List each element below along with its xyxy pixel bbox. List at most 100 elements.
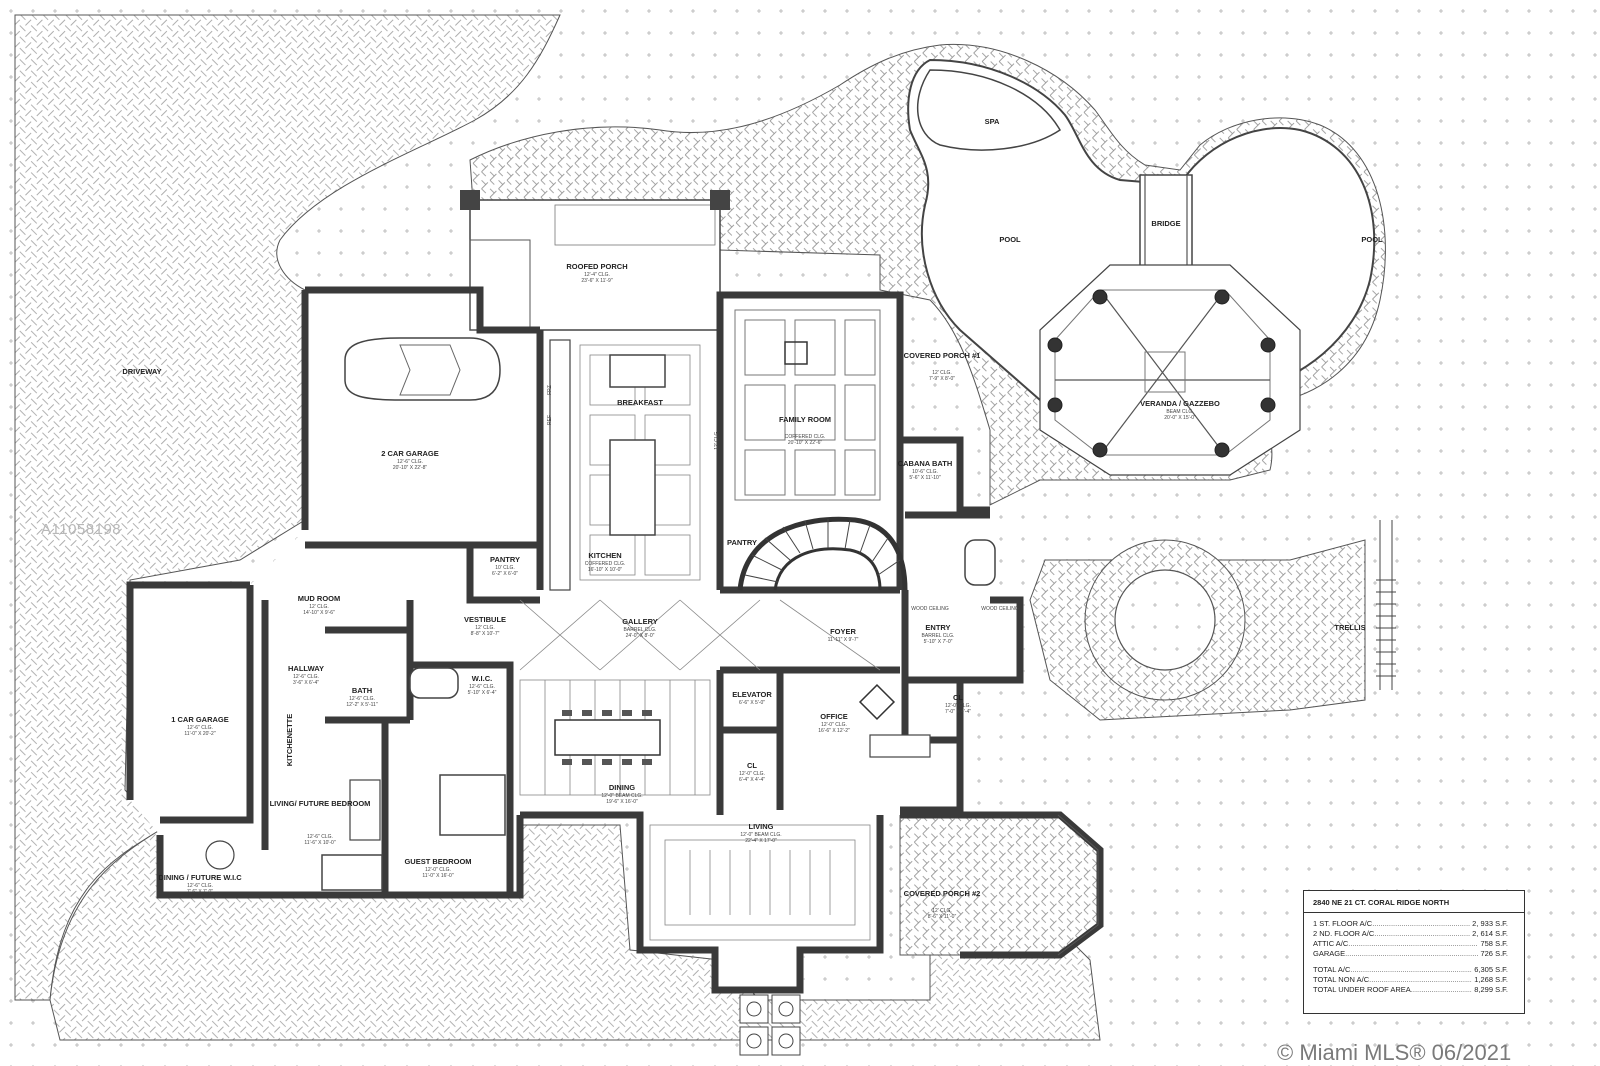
svg-text:12'-6" CLG.: 12'-6" CLG.: [187, 883, 213, 889]
kitchen-island: [609, 439, 656, 536]
copyright-watermark: © Miami MLS® 06/2021: [1277, 1040, 1512, 1065]
label-wic: W.I.C.: [472, 674, 492, 683]
svg-text:3'-6" X 6'-4": 3'-6" X 6'-4": [293, 680, 319, 686]
label-roofed-porch: ROOFED PORCH: [566, 262, 627, 271]
svg-text:12' CLG.: 12' CLG.: [932, 370, 952, 376]
label-covered-porch-1: COVERED PORCH #1: [904, 351, 981, 360]
label-living: LIVING: [748, 822, 773, 831]
label-entry: ENTRY: [925, 623, 950, 632]
svg-text:6'-6" X 5'-0": 6'-6" X 5'-0": [739, 700, 765, 706]
svg-text:20'-10" X 22'-8": 20'-10" X 22'-8": [393, 465, 428, 471]
label-foyer: FOYER: [830, 627, 856, 636]
label-cl-office: CL: [747, 761, 757, 770]
label-hallway: HALLWAY: [288, 664, 324, 673]
office-desk: [869, 734, 931, 758]
svg-text:5'-6" X 11'-10": 5'-6" X 11'-10": [909, 475, 940, 481]
svg-text:5'-10" X 6'-4": 5'-10" X 6'-4": [468, 690, 497, 696]
label-cabana-bath: CABANA BATH: [898, 459, 953, 468]
label-veranda: VERANDA / GAZZEBO: [1140, 399, 1220, 408]
label-ceiling-height: 12' CLG.: [714, 430, 720, 450]
svg-text:16'-10" X 10'-0": 16'-10" X 10'-0": [588, 567, 623, 573]
label-gallery: GALLERY: [622, 617, 658, 626]
covered-porch-2-paving: [899, 814, 1101, 956]
label-cl-entry: CL: [953, 693, 963, 702]
car-icon: [344, 337, 501, 401]
label-pool-left: POOL: [999, 235, 1021, 244]
gazebo-columns: [1047, 289, 1276, 458]
roofed-porch: [469, 199, 721, 331]
svg-text:11'-0" X 16'-0": 11'-0" X 16'-0": [422, 873, 453, 879]
svg-text:12'-0" CLG.: 12'-0" CLG.: [425, 867, 451, 873]
svg-text:10'-6" CLG.: 10'-6" CLG.: [912, 469, 938, 475]
label-office: OFFICE: [820, 712, 848, 721]
svg-text:16'-6" X 12'-2": 16'-6" X 12'-2": [818, 728, 850, 734]
label-elevator: ELEVATOR: [732, 690, 772, 699]
area-row: 1 ST. FLOOR A/C2, 933 S.F.: [1304, 919, 1524, 929]
label-dining-future-wic: DINING / FUTURE W.I.C: [158, 873, 242, 882]
label-one-car-garage: 1 CAR GARAGE: [171, 715, 229, 724]
svg-text:7'-0" X 4'-4": 7'-0" X 4'-4": [945, 709, 971, 715]
area-row: 2 ND. FLOOR A/C2, 614 S.F.: [1304, 929, 1524, 939]
label-bath: BATH: [352, 686, 372, 695]
listing-watermark: A11058198: [41, 521, 122, 538]
label-ref: REF: [547, 415, 553, 425]
svg-text:12'-6" CLG.: 12'-6" CLG.: [187, 725, 213, 731]
label-pantry-small: PANTRY: [490, 555, 520, 564]
svg-text:BARREL CLG.: BARREL CLG.: [922, 633, 955, 639]
label-frz: FRZ: [547, 385, 553, 395]
svg-text:11'-11" X 9'-7": 11'-11" X 9'-7": [828, 637, 859, 643]
svg-text:12'-6" CLG.: 12'-6" CLG.: [349, 696, 375, 702]
area-total-row: TOTAL UNDER ROOF AREA8,299 S.F.: [1304, 985, 1524, 995]
label-breakfast: BREAKFAST: [617, 398, 663, 407]
area-row: ATTIC A/C758 S.F.: [1304, 939, 1524, 949]
svg-text:7'-9" X 8'-0": 7'-9" X 8'-0": [929, 376, 955, 382]
svg-text:12'-0" BEAM CLG.: 12'-0" BEAM CLG.: [601, 793, 642, 799]
svg-text:20'-10" X 22'-6": 20'-10" X 22'-6": [788, 440, 823, 446]
svg-text:COFFERED CLG.: COFFERED CLG.: [585, 561, 626, 567]
gallery-pattern: [519, 599, 881, 671]
label-mud-room: MUD ROOM: [298, 594, 341, 603]
label-vestibule: VESTIBULE: [464, 615, 506, 624]
dining-table: [554, 719, 661, 756]
svg-text:20'-0" X 15'-0": 20'-0" X 15'-0": [1164, 415, 1196, 421]
covered-porch-2-wall: [900, 811, 1104, 959]
area-table-title: 2840 NE 21 CT. CORAL RIDGE NORTH: [1304, 891, 1524, 913]
label-covered-porch-2: COVERED PORCH #2: [904, 889, 981, 898]
label-dining: DINING: [609, 783, 635, 792]
trellis: [1376, 520, 1396, 690]
svg-text:12'-0" CLG.: 12'-0" CLG.: [739, 771, 765, 777]
svg-text:19'-6" X 16'-0": 19'-6" X 16'-0": [606, 799, 638, 805]
area-row: GARAGE726 S.F.: [1304, 949, 1524, 959]
label-wood-ceiling-right: WOOD CEILING: [981, 606, 1019, 612]
bathtub: [409, 667, 459, 699]
staircase: [737, 516, 908, 591]
svg-text:12' CLG.: 12' CLG.: [932, 908, 952, 914]
guest-bed: [439, 774, 506, 836]
sofa: [321, 854, 383, 891]
svg-text:12'-6" CLG.: 12'-6" CLG.: [397, 459, 423, 465]
label-living-future-bedroom: LIVING/ FUTURE BEDROOM: [270, 799, 371, 808]
area-total-row: TOTAL A/C6,305 S.F.: [1304, 965, 1524, 975]
label-kitchenette: KITCHENETTE: [285, 714, 294, 767]
svg-text:5'-10" X 7'-0": 5'-10" X 7'-0": [924, 639, 953, 645]
front-planters: [739, 994, 801, 1056]
area-total-row: TOTAL NON A/C1,268 S.F.: [1304, 975, 1524, 985]
label-family-room: FAMILY ROOM: [779, 415, 831, 424]
svg-text:14'-10" X 9'-6": 14'-10" X 9'-6": [303, 610, 335, 616]
svg-text:12'-0" CLG.: 12'-0" CLG.: [945, 703, 971, 709]
svg-text:12'-6" CLG.: 12'-6" CLG.: [469, 684, 495, 690]
label-bridge: BRIDGE: [1151, 219, 1180, 228]
svg-text:22'-4" X 17'-0": 22'-4" X 17'-0": [745, 838, 777, 844]
svg-text:12' CLG.: 12' CLG.: [475, 625, 495, 631]
exterior-walls: [126, 286, 1024, 994]
svg-text:7'-6" X 7'-0": 7'-6" X 7'-0": [187, 889, 213, 895]
label-driveway: DRIVEWAY: [122, 367, 161, 376]
veranda-gazebo: [1039, 264, 1301, 476]
spa-outline: [916, 69, 1061, 151]
svg-text:24'-0" X 8'-0": 24'-0" X 8'-0": [626, 633, 655, 639]
svg-text:12' CLG.: 12' CLG.: [309, 604, 329, 610]
svg-text:12'-4" CLG.: 12'-4" CLG.: [584, 272, 610, 278]
svg-text:10' CLG.: 10' CLG.: [495, 565, 515, 571]
label-spa: SPA: [985, 117, 1000, 126]
